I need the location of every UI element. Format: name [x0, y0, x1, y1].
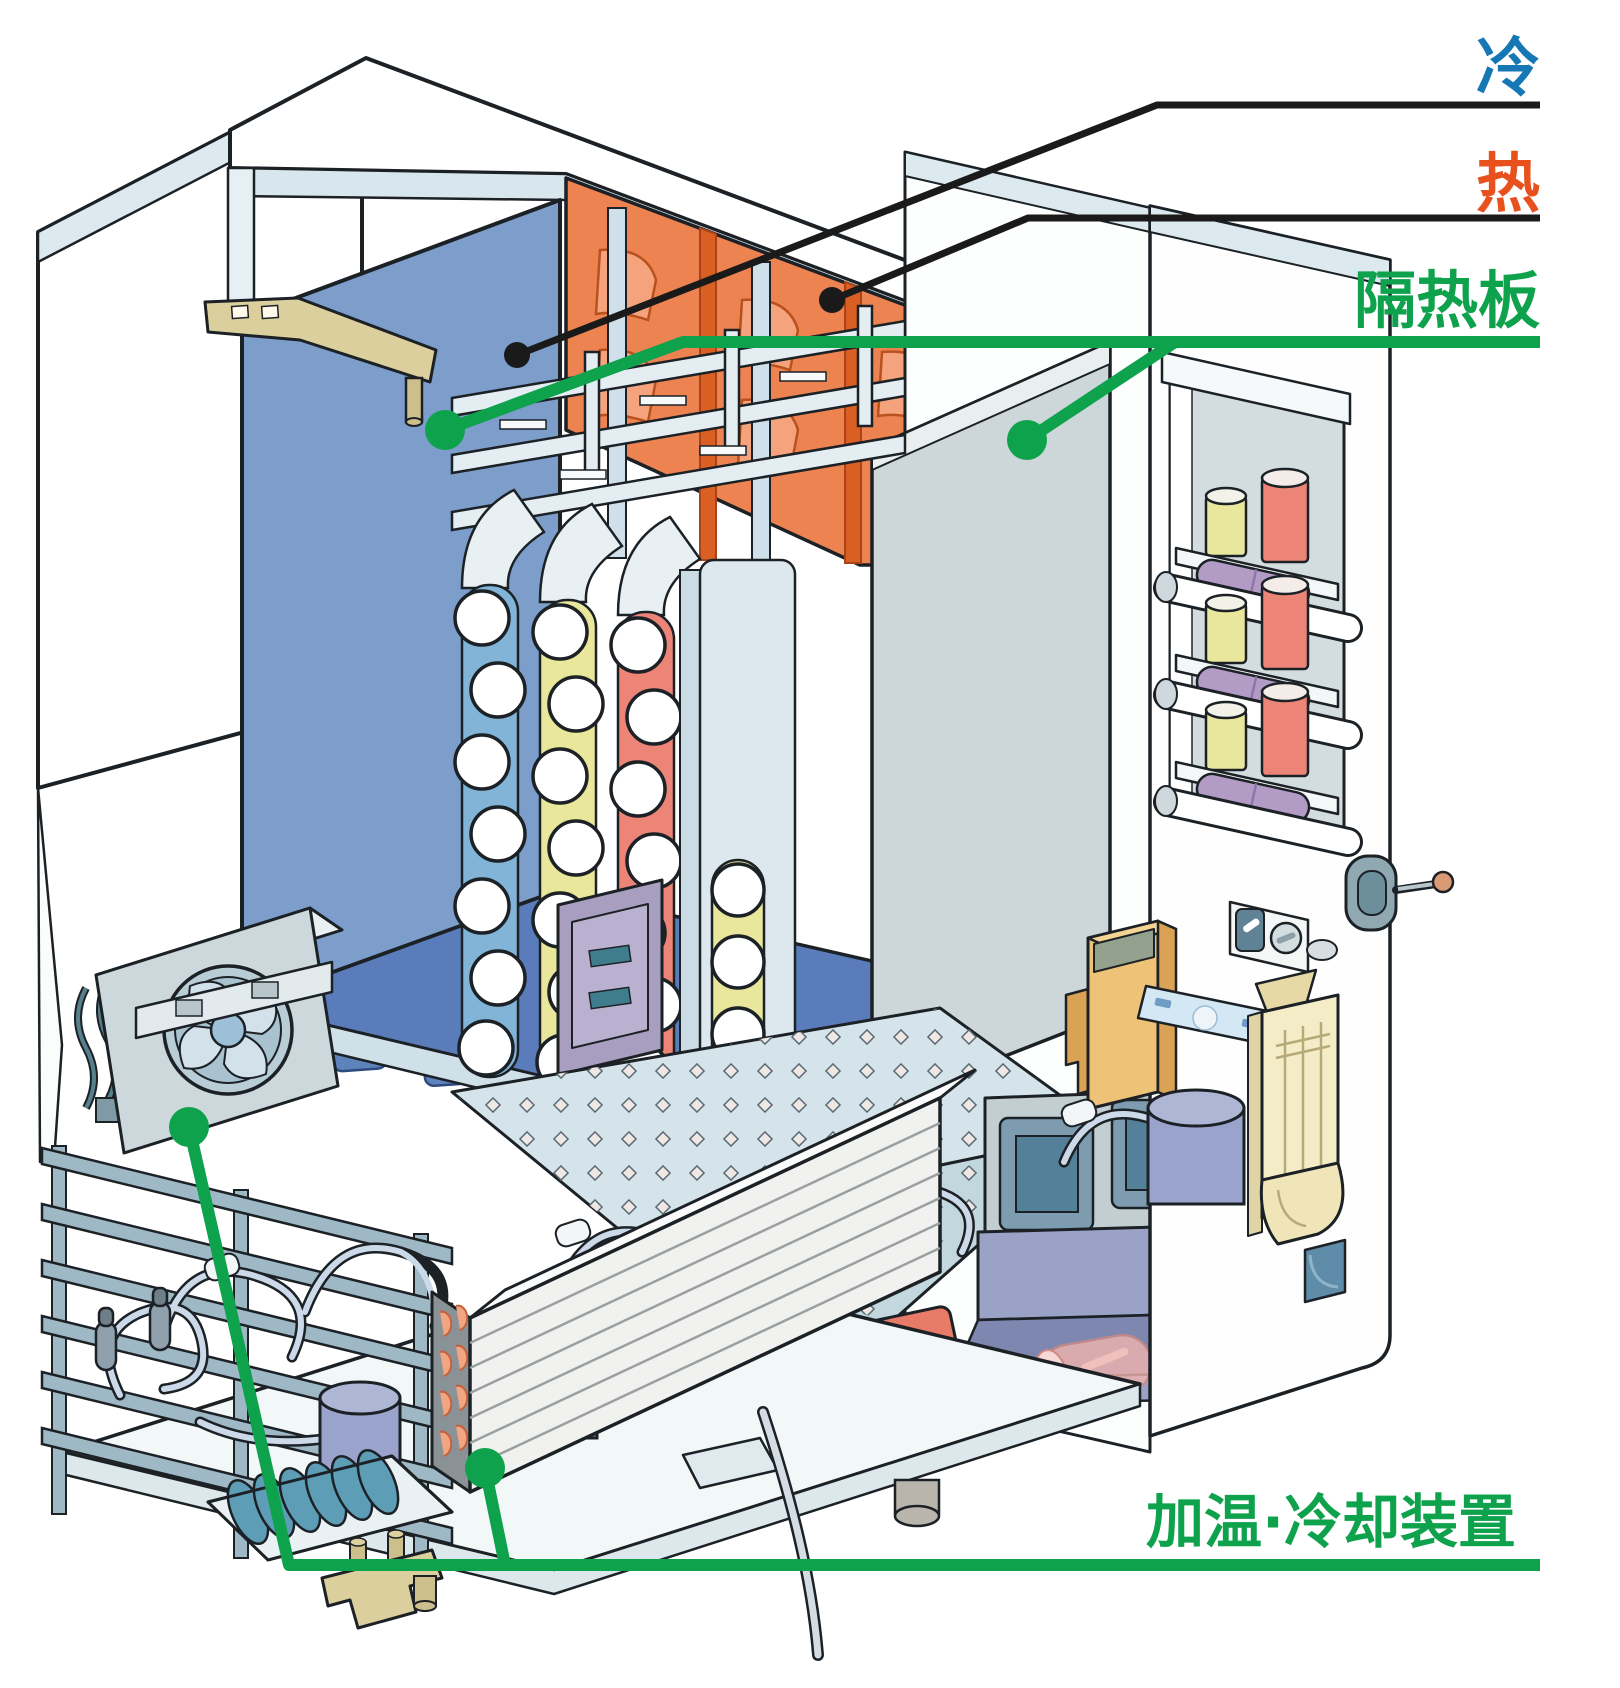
callout-insulation: 隔热板 — [425, 264, 1540, 460]
base-foot — [893, 1478, 941, 1528]
coin-chute — [1247, 968, 1347, 1304]
insulation-panel — [870, 340, 1112, 1110]
fan-bracket — [134, 960, 334, 1040]
key-head — [1431, 870, 1455, 894]
front-door-column — [1148, 204, 1455, 1438]
coin-return-scoop — [1259, 1161, 1345, 1246]
label-insulation: 隔热板 — [1354, 264, 1540, 337]
serpentine-chutes — [460, 488, 702, 617]
callout-heating-cooling-unit: 加温·冷却装置 — [169, 1107, 1540, 1571]
can-column-blue — [453, 583, 527, 1079]
unit-callout-dot — [169, 1107, 209, 1147]
door-hinge — [203, 296, 438, 427]
label-heating-cooling-unit: 加温·冷却装置 — [1146, 1488, 1516, 1556]
callout-hot: 热 — [819, 148, 1540, 313]
coin — [1306, 939, 1338, 961]
front-left-post — [226, 166, 256, 322]
insulation-callout-dot — [425, 410, 465, 450]
unit-callout-dot — [465, 1448, 505, 1488]
coin-slot — [1243, 918, 1260, 933]
evaporator-fan-unit — [74, 906, 344, 1155]
can-display — [1153, 350, 1363, 857]
hot-callout-dot — [819, 287, 845, 313]
display-shelf-row — [1153, 681, 1363, 857]
lower-door-panel — [983, 1088, 1202, 1272]
dispenser-box — [556, 878, 664, 1077]
bill-slot-cap — [1093, 928, 1155, 973]
drain-tube — [757, 1406, 824, 1661]
condenser-fins — [439, 1304, 469, 1457]
hinge-pin — [404, 376, 424, 424]
condenser-unit — [430, 1068, 977, 1494]
valves — [94, 1286, 172, 1372]
callout-cold: 冷 — [504, 32, 1540, 368]
insulation-callout-dot — [1007, 420, 1047, 460]
label-cold: 冷 — [1476, 32, 1540, 106]
rack-assembly — [450, 304, 907, 1227]
door-lock — [1344, 854, 1455, 932]
rack-divider — [679, 569, 701, 1131]
cold-callout-dot — [504, 342, 530, 368]
bill-validator — [1064, 919, 1274, 1111]
coin-return-slot — [1303, 1238, 1347, 1304]
heating-cooling-machinery — [94, 1068, 1246, 1661]
label-hot: 热 — [1476, 148, 1540, 222]
